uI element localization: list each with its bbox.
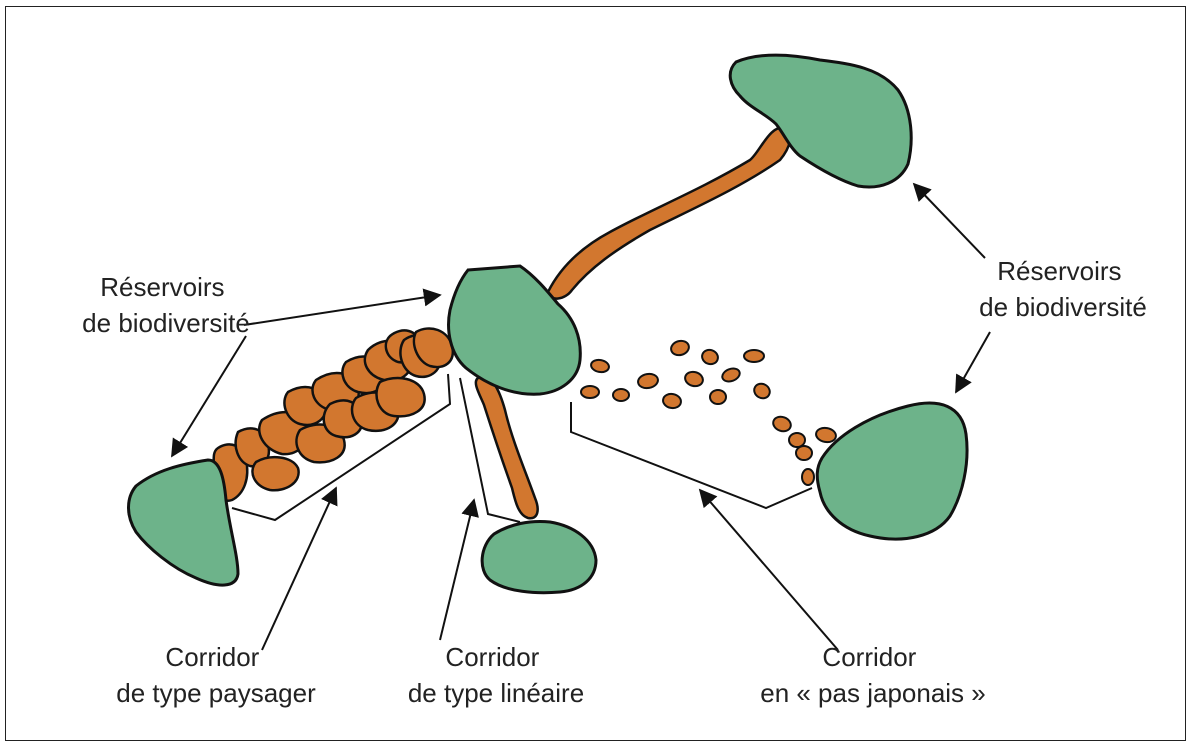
arrow-to-reservoir-center — [243, 288, 442, 326]
reservoir-bottom-middle — [480, 520, 598, 595]
label-line: de type paysager — [116, 678, 316, 708]
arrow-to-linear-bracket — [439, 498, 479, 641]
label-line: en « pas japonais » — [760, 678, 986, 708]
diagram-frame — [5, 6, 1186, 741]
stepping-stone-patch — [795, 445, 813, 461]
stepping-stone-patch — [684, 370, 704, 388]
stepping-stone-patch — [670, 339, 690, 357]
bracket-landscape-corridor — [231, 373, 452, 522]
label-line: Corridor — [822, 642, 916, 672]
reservoir-left — [127, 458, 240, 587]
landscape-patch — [412, 327, 455, 369]
label-line: Corridor — [445, 642, 539, 672]
label-corridor-pas-japonais: Corridor en « pas japonais » — [760, 642, 986, 708]
stepping-stone-patch — [788, 432, 806, 448]
reservoir-top-right — [728, 53, 913, 189]
label-corridor-lineaire: Corridor de type linéaire — [408, 642, 584, 708]
arrow-to-reservoir-left — [171, 335, 247, 458]
stepping-stone-patch — [709, 389, 727, 405]
label-line: Réservoirs — [997, 256, 1121, 286]
label-corridor-paysager: Corridor de type paysager — [116, 642, 316, 708]
stepping-stone-patch — [580, 385, 600, 399]
label-reservoirs-right: Réservoirs de biodiversité — [979, 256, 1147, 322]
stepping-stone-patch — [721, 367, 741, 383]
stepping-stone-patch — [590, 358, 610, 374]
landscape-corridor — [212, 327, 455, 502]
arrow-to-stepping-stone-bracket — [698, 488, 839, 651]
stepping-stone-patch — [743, 349, 765, 363]
label-reservoirs-left: Réservoirs de biodiversité — [82, 272, 250, 338]
stepping-stone-patch — [772, 415, 792, 433]
bracket-linear-corridor — [459, 377, 521, 523]
stepping-stone-patch — [662, 392, 682, 410]
landscape-patch — [251, 455, 300, 492]
stepping-stone-corridor — [580, 339, 837, 486]
linear-corridor-bottom — [474, 375, 539, 520]
reservoir-center — [447, 264, 582, 396]
arrow-to-landscape-bracket — [261, 486, 338, 651]
stepping-stone-patch — [612, 388, 630, 402]
label-line: Réservoirs — [100, 272, 224, 302]
label-line: Corridor — [165, 642, 259, 672]
stepping-stone-patch — [801, 468, 815, 486]
label-line: de biodiversité — [82, 308, 250, 338]
bracket-stepping-stone-corridor — [570, 402, 813, 510]
stepping-stone-patch — [637, 372, 659, 390]
reservoir-right — [815, 401, 969, 541]
arrow-to-reservoir-right — [955, 331, 991, 394]
stepping-stone-patch — [815, 426, 837, 444]
linear-corridor-top — [546, 126, 792, 300]
landscape-patch — [375, 376, 426, 418]
stepping-stone-patch — [701, 348, 719, 366]
label-line: de type linéaire — [408, 678, 584, 708]
stepping-stone-patch — [753, 382, 771, 400]
arrow-to-reservoir-top-right — [912, 182, 986, 259]
label-line: de biodiversité — [979, 292, 1147, 322]
